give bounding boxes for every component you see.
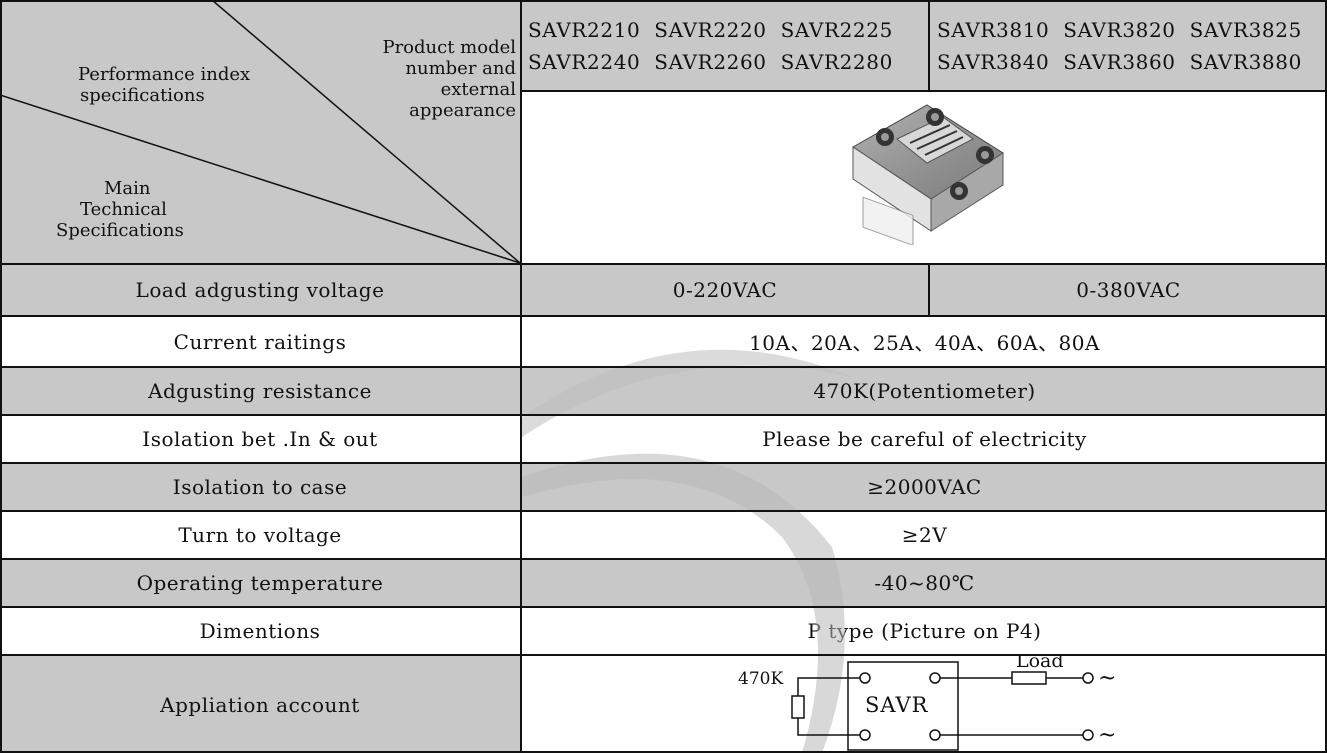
load-label: Load xyxy=(1016,656,1064,672)
header-middle-label: Performance index specifications xyxy=(78,64,251,106)
models-band xyxy=(522,0,1327,90)
model-number: SAVR2240 xyxy=(528,50,641,74)
device-label: SAVR xyxy=(865,693,929,717)
value-load-voltage-380: 0-380VAC xyxy=(930,265,1327,315)
row-divider xyxy=(0,315,1327,317)
value-turn-to-voltage: ≥2V xyxy=(522,512,1327,558)
models-divider xyxy=(928,0,930,92)
row-divider xyxy=(0,558,1327,560)
model-number: SAVR2225 xyxy=(780,18,893,42)
model-number: SAVR3880 xyxy=(1189,50,1302,74)
model-number: SAVR3810 xyxy=(937,18,1050,42)
model-group-1-row-2: SAVR2240 SAVR2260 SAVR2280 xyxy=(528,50,893,74)
row-label-turn-to-voltage: Turn to voltage xyxy=(0,512,520,558)
value-dimensions: P type (Picture on P4) xyxy=(522,608,1327,654)
voltage-divider xyxy=(928,263,930,317)
row-label-load-voltage: Load adgusting voltage xyxy=(0,265,520,315)
model-number: SAVR2280 xyxy=(780,50,893,74)
row-label-operating-temperature: Operating temperature xyxy=(0,560,520,606)
value-operating-temperature: -40~80℃ xyxy=(522,560,1327,606)
row-divider xyxy=(0,510,1327,512)
ac-symbol-bottom: ~ xyxy=(1098,723,1116,748)
potentiometer-symbol xyxy=(791,695,805,719)
row-label-adjusting-resistance: Adgusting resistance xyxy=(0,368,520,414)
row-divider xyxy=(0,606,1327,608)
table-border-right xyxy=(1325,0,1327,753)
header-diagonal-lines xyxy=(0,0,520,263)
value-isolation-in-out: Please be careful of electricity xyxy=(522,416,1327,462)
row-label-application: Appliation account xyxy=(0,656,520,753)
row-divider xyxy=(0,414,1327,416)
terminal-4 xyxy=(929,729,941,741)
model-number: SAVR2260 xyxy=(654,50,767,74)
model-number: SAVR3820 xyxy=(1063,18,1176,42)
model-group-1-row-1: SAVR2210 SAVR2220 SAVR2225 xyxy=(528,18,893,42)
table-border-bottom xyxy=(0,751,1327,753)
table-border-top xyxy=(0,0,1327,2)
table-border-left xyxy=(0,0,2,753)
model-number: SAVR3825 xyxy=(1189,18,1302,42)
ac-symbol-top: ~ xyxy=(1098,666,1116,691)
model-group-2-row-1: SAVR3810 SAVR3820 SAVR3825 xyxy=(937,18,1302,42)
resistor-label: 470K xyxy=(738,669,783,689)
row-divider xyxy=(0,462,1327,464)
header-top-label: Product model number and external appear… xyxy=(382,37,516,121)
row-label-current-ratings: Current raitings xyxy=(0,317,520,366)
model-number: SAVR2220 xyxy=(654,18,767,42)
value-isolation-case: ≥2000VAC xyxy=(522,464,1327,510)
terminal-3 xyxy=(859,729,871,741)
model-number: SAVR3860 xyxy=(1063,50,1176,74)
header-diagonal-cell xyxy=(0,0,520,263)
row-label-dimensions: Dimentions xyxy=(0,608,520,654)
terminal-2 xyxy=(929,672,941,684)
models-photo-divider xyxy=(520,90,1327,92)
row-divider xyxy=(0,263,1327,265)
value-adjusting-resistance: 470K(Potentiometer) xyxy=(522,368,1327,414)
application-circuit-diagram: 470K SAVR Load ~ ~ xyxy=(738,656,1116,751)
row-label-isolation-in-out: Isolation bet .In & out xyxy=(0,416,520,462)
value-load-voltage-220: 0-220VAC xyxy=(522,265,928,315)
terminal-1 xyxy=(859,672,871,684)
savr-device-box xyxy=(847,661,959,751)
row-divider xyxy=(0,654,1327,656)
row-divider xyxy=(0,366,1327,368)
header-bottom-label: Main Technical Specifications xyxy=(56,178,184,241)
value-current-ratings: 10A、20A、25A、40A、60A、80A xyxy=(522,317,1327,366)
row-label-isolation-case: Isolation to case xyxy=(0,464,520,510)
column-divider xyxy=(520,0,522,753)
model-number: SAVR2210 xyxy=(528,18,641,42)
model-number: SAVR3840 xyxy=(937,50,1050,74)
model-group-2-row-2: SAVR3840 SAVR3860 SAVR3880 xyxy=(937,50,1302,74)
product-image xyxy=(852,104,1004,245)
load-symbol xyxy=(1011,671,1047,685)
